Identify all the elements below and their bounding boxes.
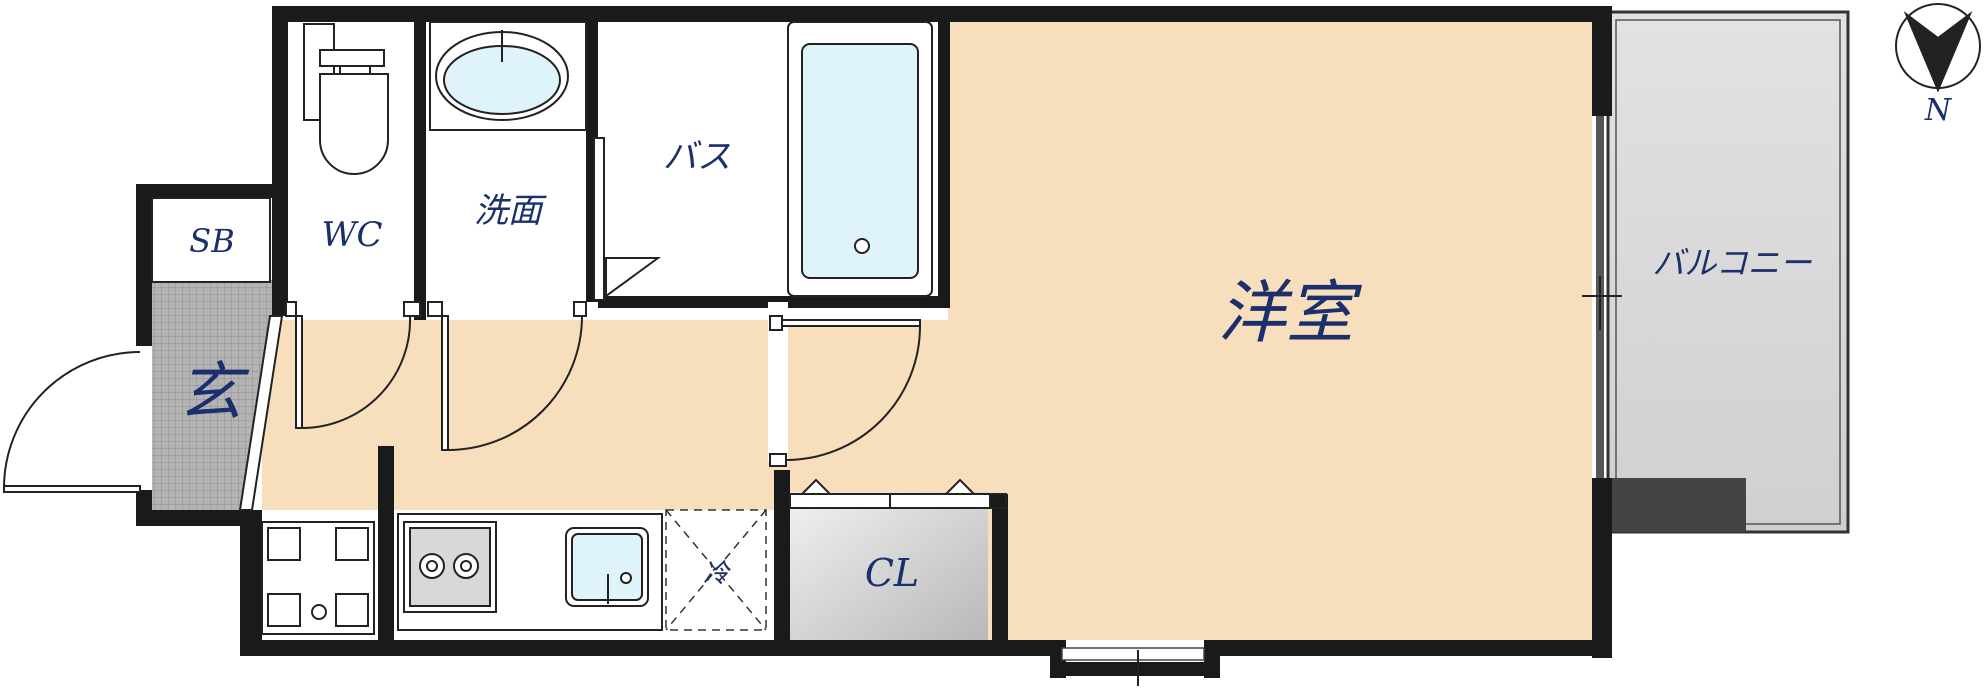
door-opening (768, 302, 788, 462)
compass-north-label: N (1924, 93, 1953, 128)
closet-label: CL (865, 551, 919, 595)
entrance-step (238, 315, 284, 511)
kitchen-counter (397, 513, 663, 631)
bathtub (593, 21, 933, 301)
balcony-label: バルコニー (1652, 244, 1812, 282)
western-room-door (769, 315, 921, 467)
closet (789, 478, 1007, 509)
wash-basin (429, 21, 587, 131)
shoe-box (151, 197, 271, 283)
fridge-space (665, 509, 767, 631)
balcony (1606, 10, 1850, 534)
toilet-label: WC (322, 215, 383, 255)
north-compass-icon (1895, 3, 1981, 93)
washroom-door (427, 301, 587, 451)
washroom-label: 洗面 (474, 191, 547, 231)
fridge-label: 冷 (703, 559, 731, 589)
washer-area (261, 521, 375, 635)
entrance-label: 玄 (178, 356, 250, 430)
shoe-box-label: SB (189, 222, 234, 260)
western-room-label: 洋室 (1218, 274, 1363, 353)
window (1061, 647, 1205, 661)
ac-outdoor-unit (1600, 478, 1746, 532)
toilet-fixture (303, 23, 389, 175)
entrance-door (3, 351, 141, 493)
bath-label: バス (663, 137, 731, 177)
wc-door (285, 301, 421, 429)
